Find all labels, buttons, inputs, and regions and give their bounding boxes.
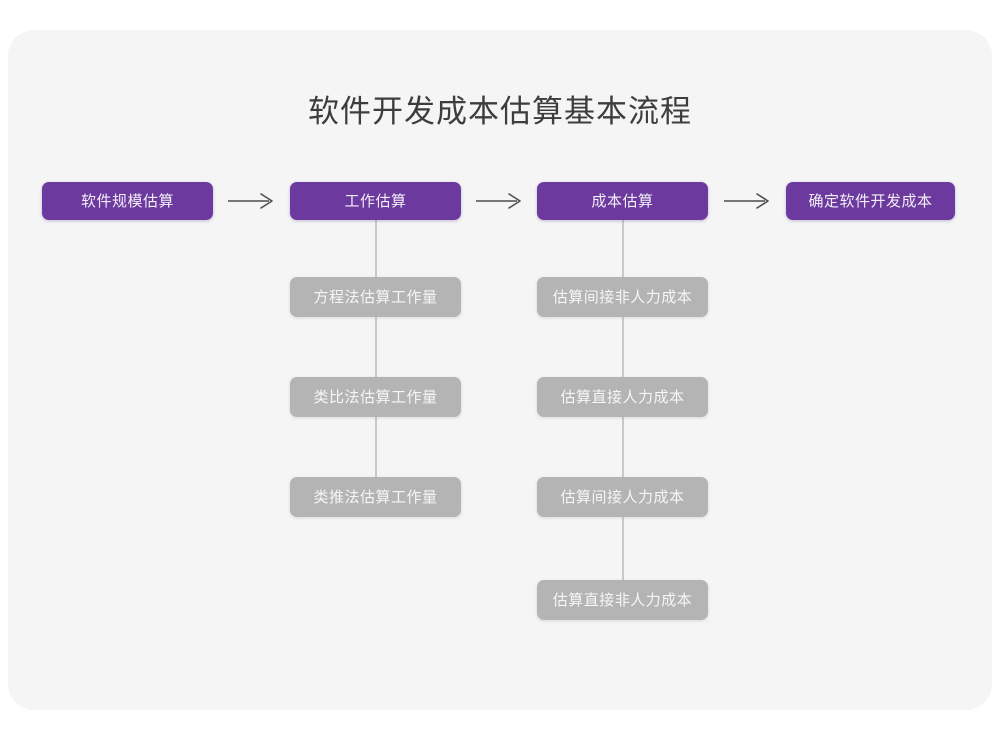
flow-node-label: 成本估算 [591,192,654,210]
right-arrow-icon [475,191,523,211]
flow-node-label: 确定软件开发成本 [808,192,933,210]
flow-subnode-stage-3-child-4[interactable]: 估算直接非人力成本 [537,580,708,620]
flow-subnode-label: 类比法估算工作量 [313,388,438,406]
flow-node-label: 软件规模估算 [80,192,174,210]
flow-node-label: 工作估算 [344,192,407,210]
flow-subnode-label: 估算间接非人力成本 [552,288,693,306]
flow-subnode-stage-2-child-1[interactable]: 方程法估算工作量 [290,277,461,317]
flow-node-stage-2[interactable]: 工作估算 [290,182,461,220]
flow-node-stage-1[interactable]: 软件规模估算 [42,182,213,220]
flow-node-stage-3[interactable]: 成本估算 [537,182,708,220]
flow-subnode-stage-2-child-2[interactable]: 类比法估算工作量 [290,377,461,417]
connector-line-stage-2 [374,220,377,477]
flow-subnode-stage-3-child-2[interactable]: 估算直接人力成本 [537,377,708,417]
flow-subnode-stage-3-child-3[interactable]: 估算间接人力成本 [537,477,708,517]
flow-node-stage-4[interactable]: 确定软件开发成本 [786,182,955,220]
page-title: 软件开发成本估算基本流程 [308,94,692,129]
flow-subnode-label: 方程法估算工作量 [313,288,438,306]
flow-subnode-label: 估算直接人力成本 [560,388,685,406]
right-arrow-icon [723,191,771,211]
diagram-card [8,30,992,710]
right-arrow-icon [227,191,275,211]
flow-subnode-label: 估算间接人力成本 [560,488,685,506]
flow-subnode-label: 类推法估算工作量 [313,488,438,506]
flow-subnode-stage-3-child-1[interactable]: 估算间接非人力成本 [537,277,708,317]
flow-subnode-label: 估算直接非人力成本 [552,591,693,609]
flow-subnode-stage-2-child-3[interactable]: 类推法估算工作量 [290,477,461,517]
